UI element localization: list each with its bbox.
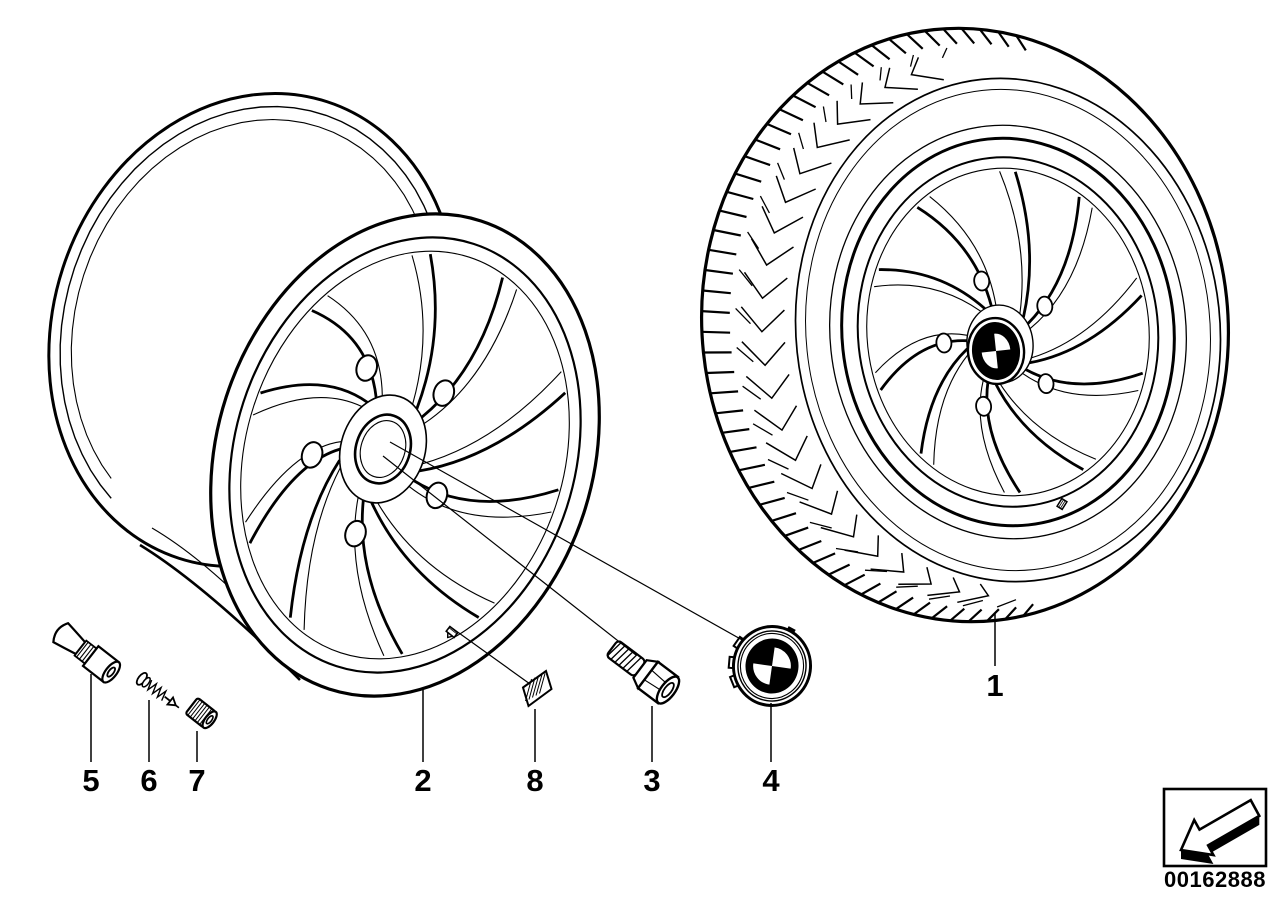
callout-label-4[interactable]: 4 (762, 763, 780, 798)
callout-label-5[interactable]: 5 (82, 763, 100, 798)
direction-arrow-icon (1162, 787, 1268, 868)
callout-label-3[interactable]: 3 (643, 763, 661, 798)
valve-insert-drawing-part-6 (135, 672, 180, 709)
callout-label-1[interactable]: 1 (986, 668, 1004, 703)
callout-leader-lines (90, 613, 996, 762)
callout-label-8[interactable]: 8 (526, 763, 544, 798)
doc-number: 00162888 (1164, 867, 1266, 892)
callout-label-2[interactable]: 2 (414, 763, 432, 798)
callout-label-7[interactable]: 7 (188, 763, 206, 798)
balance-weight-drawing-part-8 (521, 669, 553, 708)
wheel-bolt-drawing-part-3 (606, 640, 681, 705)
callout-label-6[interactable]: 6 (140, 763, 158, 798)
valve-cap-drawing-part-7 (185, 697, 218, 730)
alloy-wheel-drawing-part-2 (47, 92, 601, 698)
valve-stem-drawing-part-5 (52, 621, 122, 684)
wheel-with-tire-drawing-part-1 (700, 26, 1230, 624)
hub-cap-drawing-part-4 (727, 625, 813, 707)
exploded-leader-lines (382, 441, 745, 685)
